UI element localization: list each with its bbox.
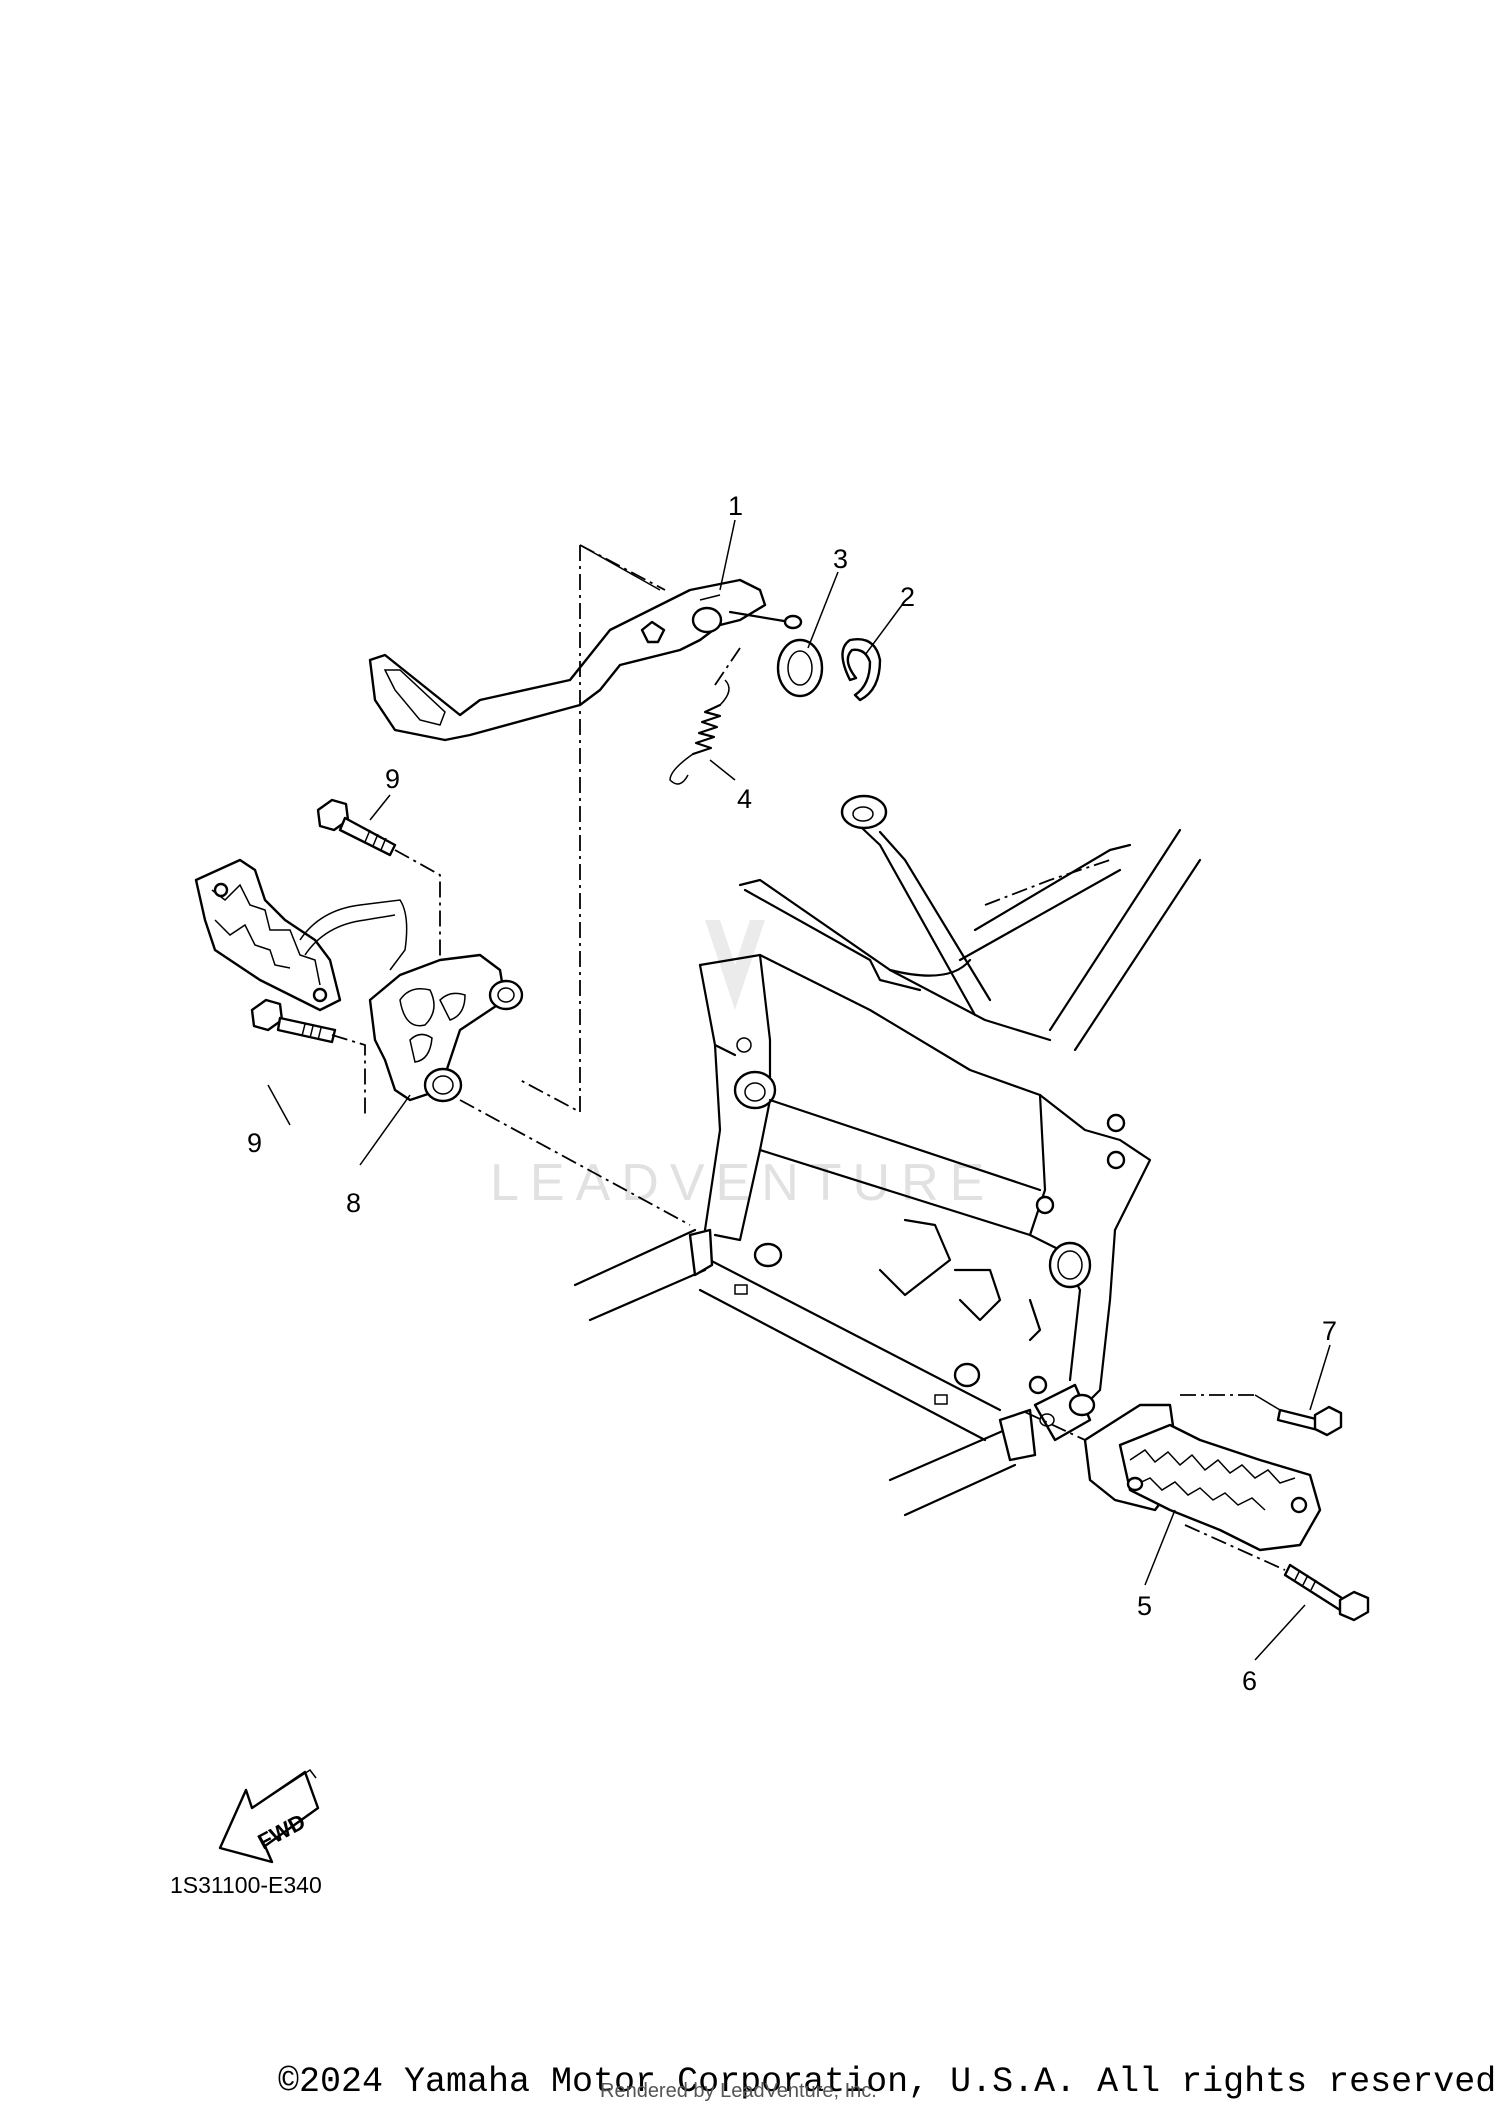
callout-6: 6 [1242,1666,1257,1696]
return-spring [669,679,730,785]
copyright-notice: ©2024 Yamaha Motor Corporation, U.S.A. A… [278,2062,1500,2102]
callout-1: 1 [728,491,743,521]
frame-assembly [573,794,1202,1517]
callout-2: 2 [900,582,915,612]
reference-lines [331,544,1286,1571]
callout-8: 8 [346,1188,361,1218]
bolt-9-lower [250,998,337,1044]
fwd-arrow-icon: FWD [218,1768,320,1864]
washer [776,638,824,698]
callout-9-lower: 9 [247,1128,262,1158]
callout-4: 4 [737,784,752,814]
right-footpeg [1083,1403,1322,1552]
callouts: 1 2 3 4 5 6 7 8 9 9 [247,491,1337,1696]
callout-5: 5 [1137,1591,1152,1621]
callout-leaders [267,519,1331,1661]
watermark: LEADVENTURE [490,920,995,1212]
callout-7: 7 [1322,1316,1337,1346]
pedal-pin [728,610,803,630]
callout-9-upper: 9 [385,764,400,794]
left-footpeg-bracket [194,858,524,1103]
diagram-code: 1S31100-E340 [170,1872,322,1898]
bolt-9-upper [316,798,397,857]
circlip [841,638,882,702]
bolt-7 [1276,1405,1343,1437]
callout-3: 3 [833,544,848,574]
bolt-6 [1283,1563,1370,1622]
brake-pedal [368,578,767,742]
rendered-by-notice: Rendered by LeadVenture, Inc. [600,2080,877,2102]
watermark-text: LEADVENTURE [490,1154,995,1212]
